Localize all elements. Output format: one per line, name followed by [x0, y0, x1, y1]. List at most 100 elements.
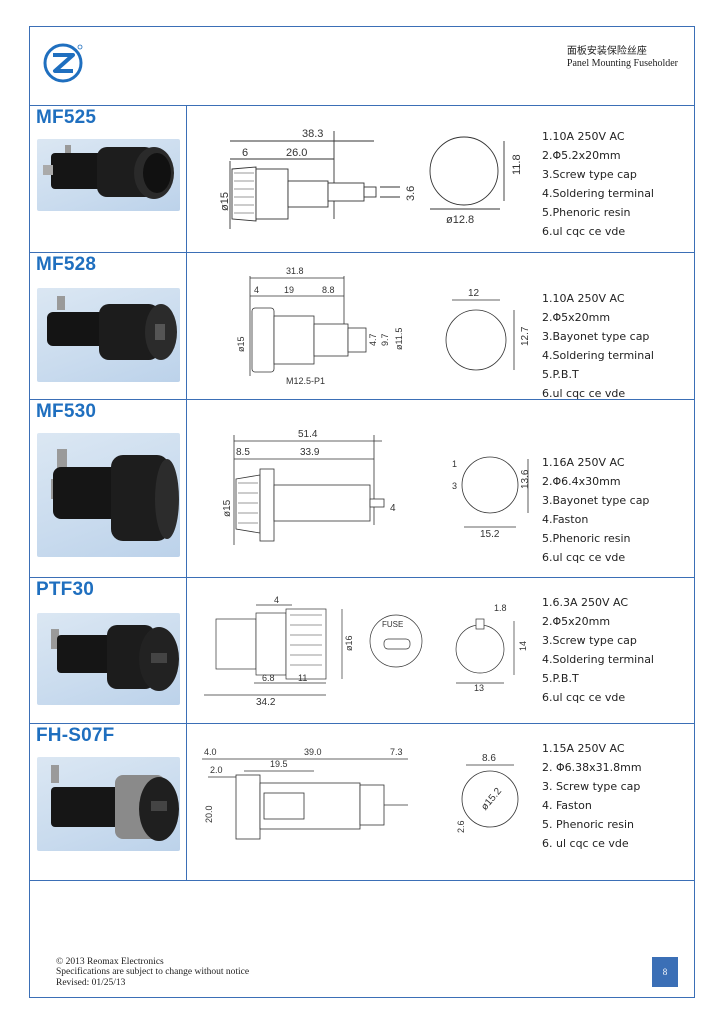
technical-drawing-mf530: 51.4 8.5 33.9 4 ø15 1 3 15.2 13.6 [222, 429, 531, 545]
dim-b: 26.0 [286, 147, 307, 159]
spec-item: 6.ul cqc ce vde [542, 691, 626, 704]
spec-item: 6.ul cqc ce vde [542, 225, 626, 238]
spec-list: 1.10A 250V AC 2.Φ5x20mm 3.Bayonet type c… [542, 289, 654, 403]
spec-item: 2. Φ6.38x31.8mm [542, 761, 642, 774]
product-photo [37, 757, 180, 851]
spec-item: 1.16A 250V AC [542, 456, 625, 469]
product-photo [37, 139, 180, 211]
spec-list: 1.15A 250V AC 2. Φ6.38x31.8mm 3. Screw t… [542, 739, 642, 853]
page-footer: © 2013 Reomax Electronics Specifications… [30, 879, 694, 997]
dim-thread: M12.5-P1 [286, 376, 325, 386]
dim-cap-w: 15.2 [480, 529, 500, 540]
spec-list: 1.16A 250V AC 2.Φ6.4x30mm 3.Bayonet type… [542, 453, 649, 567]
dim-c: 11 [298, 673, 307, 683]
spec-item: 3.Screw type cap [542, 634, 637, 647]
dim-b: 33.9 [300, 447, 320, 458]
spec-item: 6. ul cqc ce vde [542, 837, 629, 850]
spec-item: 1.10A 250V AC [542, 130, 625, 143]
spec-item: 4.Soldering terminal [542, 349, 654, 362]
product-info-left: MF528 [30, 252, 187, 399]
footer-notice: © 2013 Reomax Electronics Specifications… [56, 957, 249, 989]
spec-item: 5.P.B.T [542, 672, 579, 685]
page-header: 面板安装保险丝座 Panel Mounting Fuseholder [30, 27, 694, 106]
product-row-ptf30: PTF30 4 ø16 6.8 11 [30, 577, 694, 724]
product-row-mf528: MF528 31.8 4 19 8.8 [30, 252, 694, 400]
spec-item: 2.Φ6.4x30mm [542, 475, 621, 488]
spec-item: 1.15A 250V AC [542, 742, 625, 755]
spec-list: 1.6.3A 250V AC 2.Φ5x20mm 3.Screw type ca… [542, 593, 654, 707]
product-row-mf525: MF525 38.3 6 26.0 [30, 105, 694, 253]
dim-pin: 4 [390, 503, 396, 514]
model-name: MF525 [36, 107, 97, 128]
dim-a: 4 [254, 285, 259, 295]
dim-c: 2.0 [210, 765, 223, 775]
technical-drawing-mf528: 31.8 4 19 8.8 M12.5-P1 ø15 4.7 9.7 ø11.5… [236, 266, 531, 386]
model-name: MF530 [36, 401, 97, 422]
header-title-cn: 面板安装保险丝座 [566, 46, 647, 57]
dim-cap-w: 12 [468, 288, 480, 299]
dim-d2: 9.7 [380, 333, 390, 346]
dim-overall: 39.0 [304, 747, 322, 757]
model-name: PTF30 [36, 579, 95, 600]
dim-d1: 4.7 [368, 333, 378, 346]
spec-list: 1.10A 250V AC 2.Φ5.2x20mm 3.Screw type c… [542, 127, 654, 241]
dim-dia: ø16 [344, 635, 354, 651]
page-number: 8 [652, 957, 678, 987]
model-name: MF528 [36, 254, 97, 275]
dim-cap-t: 1.8 [494, 603, 507, 613]
dim-h: 20.0 [204, 805, 214, 823]
spec-item: 2.Φ5x20mm [542, 615, 611, 628]
spec-item: 1.6.3A 250V AC [542, 596, 629, 609]
spec-item: 5.P.B.T [542, 368, 579, 381]
product-row-fh-s07f: FH-S07F 4.0 39.0 7.3 2.0 19.5 [30, 723, 694, 881]
dim-overall: 31.8 [286, 266, 304, 276]
spec-item: 5. Phenoric resin [542, 818, 634, 831]
spec-item: 2.Φ5.2x20mm [542, 149, 621, 162]
revised-date: Revised: 01/25/13 [56, 977, 126, 988]
dim-a: 6 [242, 147, 248, 159]
product-info-left: MF525 [30, 105, 187, 252]
copyright-text: © 2013 Reomax Electronics [56, 956, 164, 967]
dim-c2: 3 [452, 481, 457, 491]
dim-a: 8.5 [236, 447, 250, 458]
spec-item: 4.Faston [542, 513, 589, 526]
model-name: FH-S07F [36, 725, 115, 746]
spec-item: 4.Soldering terminal [542, 653, 654, 666]
spec-item: 4.Soldering terminal [542, 187, 654, 200]
dim-d3: ø11.5 [394, 328, 404, 350]
dim-overall: 51.4 [298, 429, 318, 440]
spec-item: 3. Screw type cap [542, 780, 641, 793]
spec-item: 2.Φ5x20mm [542, 311, 611, 324]
dim-b: 19 [284, 285, 294, 295]
header-title-en: Panel Mounting Fuseholder [566, 58, 678, 69]
dim-overall: 34.2 [256, 697, 276, 708]
dim-c: 8.8 [322, 285, 335, 295]
product-photo [37, 433, 180, 557]
spec-item: 4. Faston [542, 799, 592, 812]
dim-a: 4 [274, 595, 279, 605]
spec-item: 5.Phenoric resin [542, 532, 631, 545]
dim-dia: ø15 [219, 192, 231, 211]
cap-label: FUSE [382, 620, 403, 629]
dim-cap-h: 11.8 [511, 154, 523, 175]
dim-cap-dia: ø12.8 [446, 214, 474, 226]
dim-cap-h: 14 [518, 641, 528, 651]
spec-item: 3.Screw type cap [542, 168, 637, 181]
dim-cap-h: 13.6 [520, 469, 531, 489]
header-title: 面板安装保险丝座 Panel Mounting Fuseholder [567, 46, 678, 70]
spec-item: 3.Bayonet type cap [542, 494, 650, 507]
technical-drawing-ptf30: 4 ø16 6.8 11 34.2 FUSE 1.8 14 13 [204, 595, 528, 708]
product-info-left: PTF30 [30, 577, 187, 723]
disclaimer-text: Specifications are subject to change wit… [56, 967, 250, 977]
dim-cap-t: 2.6 [456, 820, 466, 833]
technical-drawing-fh-s07f: 4.0 39.0 7.3 2.0 19.5 20.0 8.6 ø15.2 2.6 [202, 747, 519, 840]
dim-c1: 1 [452, 459, 457, 469]
company-logo-icon [43, 43, 83, 83]
dim-overall: 38.3 [302, 128, 323, 140]
dim-a: 4.0 [204, 747, 217, 757]
dim-d: 19.5 [270, 759, 288, 769]
dim-pin: 3.6 [405, 186, 417, 201]
spec-item: 5.Phenoric resin [542, 206, 631, 219]
product-row-mf530: MF530 51.4 8.5 33.9 [30, 399, 694, 578]
spec-item: 3.Bayonet type cap [542, 330, 650, 343]
